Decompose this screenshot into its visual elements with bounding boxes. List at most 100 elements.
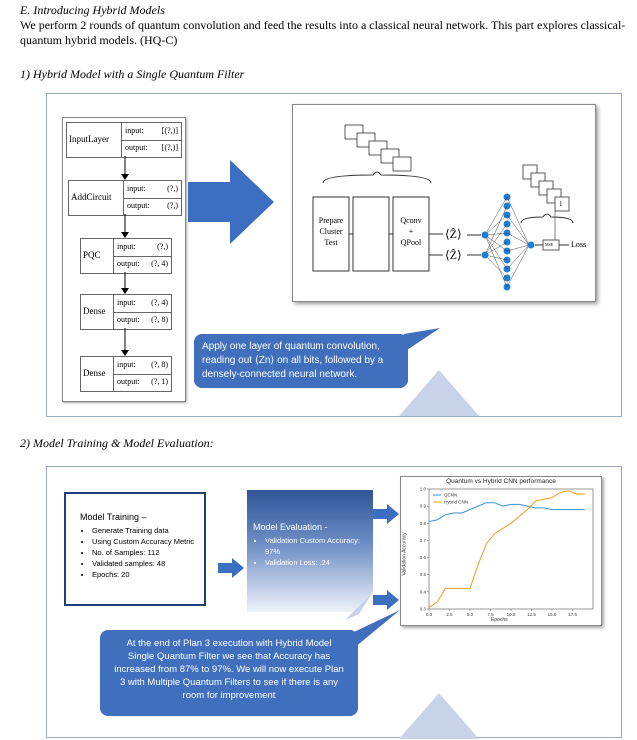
- evaluation-card: Model Evaluation - Validation Custom Acc…: [247, 490, 373, 612]
- down-arrow-icon: [121, 328, 129, 356]
- layer-name: PQC: [83, 250, 101, 260]
- down-arrow-icon: [121, 272, 129, 294]
- layer-input-label: input:: [127, 184, 146, 193]
- performance-chart: Quantum vs Hybrid CNN performance 0.3 0.4…: [400, 476, 602, 626]
- layer-io-table: input: (?,) output: (?, 4): [113, 239, 171, 273]
- layer-input-value: (?,): [157, 242, 168, 251]
- layer-output-label: output:: [125, 143, 148, 152]
- cluster-label: Cluster: [319, 227, 343, 236]
- training-item: Validated samples: 48: [92, 558, 198, 569]
- chart-plot-area: [428, 488, 594, 610]
- legend-label: QCNN: [444, 493, 457, 498]
- layer-output-label: output:: [117, 315, 140, 324]
- layer-io-table: input: (?, 4) output: (?, 8): [113, 295, 171, 329]
- y-tick-label: 0.8: [420, 521, 427, 526]
- label-one: 1: [559, 200, 563, 208]
- layer-output-value: (?, 4): [151, 259, 168, 268]
- layer-name: InputLayer: [69, 134, 109, 144]
- y-tick-label: 0.9: [420, 504, 427, 509]
- layer-box: PQC input: (?,) output: (?, 4): [80, 238, 172, 274]
- layer-output-label: output:: [117, 377, 140, 386]
- circuit-diagram-svg: [312, 124, 574, 291]
- arrow-to-chart-icon-1: [373, 504, 399, 524]
- layer-io-table: input:[(?,)]output:[(?,)]: [121, 123, 181, 157]
- layer-input-value: (?, 4): [151, 298, 168, 307]
- layer-output-value: (?, 1): [151, 377, 168, 386]
- training-title: Model Training –: [80, 512, 147, 522]
- layer-io-table: input: (?, 8) output: (?, 1): [113, 357, 171, 391]
- prepare-cluster-test-label: Prepare Cluster Test: [314, 215, 348, 248]
- layer-name: AddCircuit: [71, 192, 112, 202]
- x-tick-label: 12.5: [527, 612, 536, 617]
- x-tick-label: 7.5: [487, 612, 494, 617]
- intro-paragraph: We perform 2 rounds of quantum convoluti…: [20, 18, 632, 48]
- y-tick-label: 0.7: [420, 538, 427, 543]
- layer-input-label: input:: [125, 126, 144, 135]
- layer-box: AddCircuit input: (?,) output: (?,): [68, 180, 182, 216]
- down-arrow-icon: [121, 156, 129, 180]
- layer-name: Dense: [83, 306, 106, 316]
- layer-box: Dense input: (?, 4) output: (?, 8): [80, 294, 172, 330]
- x-tick-label: 0.0: [426, 612, 433, 617]
- series-line-1: [428, 490, 585, 608]
- evaluation-item: Validation Loss: .24: [265, 557, 367, 568]
- callout-single-filter: Apply one layer of quantum convolution, …: [194, 334, 408, 388]
- qpool-label: QPool: [400, 238, 422, 247]
- y-tick-label: 0.6: [420, 555, 427, 560]
- chart-title: Quantum vs Hybrid CNN performance: [446, 478, 556, 485]
- section-title: E. Introducing Hybrid Models: [20, 3, 165, 17]
- layer-input-value: (?,): [167, 184, 178, 193]
- callout-pointer-2: [354, 610, 400, 648]
- layer-output-value: [(?,)]: [161, 143, 178, 152]
- mse-label: MSE: [545, 242, 554, 247]
- training-list: Generate Training data Using Custom Accu…: [80, 525, 198, 580]
- decorative-triangle-2: [399, 693, 479, 739]
- part2-heading: 2) Model Training & Model Evaluation:: [20, 436, 214, 450]
- layer-input-label: input:: [117, 360, 136, 369]
- x-tick-label: 17.5: [568, 612, 577, 617]
- y-tick-label: 1.0: [420, 487, 427, 492]
- x-tick-label: 5.0: [467, 612, 474, 617]
- training-item: Generate Training data: [92, 525, 198, 536]
- series-line-0: [428, 502, 585, 523]
- decorative-triangle: [399, 370, 479, 416]
- training-card: Model Training – Generate Training data …: [64, 492, 206, 606]
- chart-x-label: Epochs: [491, 617, 508, 623]
- intro-line-2: quantum hybrid models. (HQ-C): [20, 33, 178, 47]
- x-tick-label: 10.0: [507, 612, 516, 617]
- y-tick-label: 0.3: [420, 607, 427, 612]
- arrow-to-chart-icon-2: [373, 590, 399, 610]
- layer-output-value: (?,): [167, 201, 178, 210]
- evaluation-title: Model Evaluation -: [253, 522, 328, 532]
- layer-name: Dense: [83, 368, 106, 378]
- loss-label: Loss: [571, 240, 587, 249]
- training-item: Using Custom Accuracy Metric: [92, 536, 198, 547]
- test-label: Test: [324, 238, 338, 247]
- layer-output-label: output:: [117, 259, 140, 268]
- layer-output-label: output:: [127, 201, 150, 210]
- prepare-label: Prepare: [318, 216, 344, 225]
- x-tick-label: 15.0: [548, 612, 557, 617]
- plus-label: +: [408, 227, 414, 236]
- qconv-qpool-label: Qconv + QPool: [394, 215, 428, 248]
- layer-input-label: input:: [117, 298, 136, 307]
- layer-input-value: (?, 8): [151, 360, 168, 369]
- x-tick-label: 2.5: [446, 612, 453, 617]
- part1-heading: 1) Hybrid Model with a Single Quantum Fi…: [20, 67, 245, 81]
- page-curl-icon: [345, 592, 373, 620]
- right-arrow-icon: [188, 160, 274, 244]
- layer-input-label: input:: [117, 242, 136, 251]
- chart-y-label: Validation Accuracy: [401, 532, 408, 576]
- y-tick-label: 0.5: [420, 572, 427, 577]
- z-expectation-2: ⟨Ẑ⟩: [445, 248, 462, 262]
- evaluation-item: Validation Custom Accuracy: 97%: [265, 535, 367, 557]
- y-tick-label: 0.4: [420, 589, 427, 594]
- layer-output-value: (?, 8): [151, 315, 168, 324]
- qconv-label: Qconv: [400, 216, 422, 225]
- down-arrow-icon: [121, 214, 129, 238]
- training-item: Epochs: 20: [92, 569, 198, 580]
- arrow-to-evaluation-icon: [218, 558, 244, 578]
- callout-pointer: [404, 328, 440, 352]
- chart-svg: 0.3 0.4 0.5 0.6 0.7 0.8 0.9 1.0 0.0 2.5 5.0 7.5 10.0…: [420, 487, 594, 617]
